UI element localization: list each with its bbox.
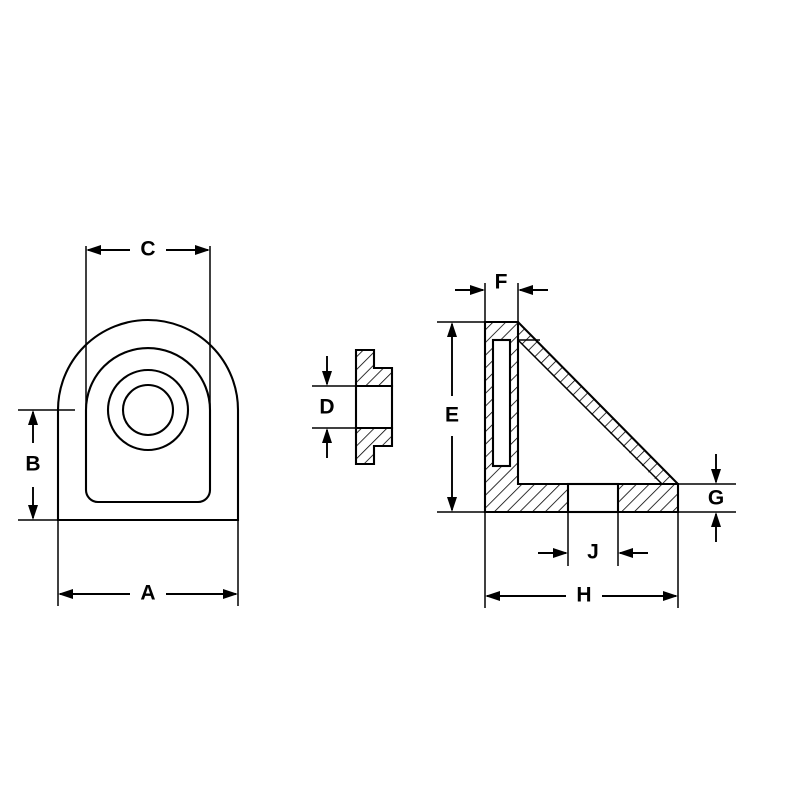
dimension-b-arrow-top bbox=[28, 410, 38, 425]
front-view-outer-profile bbox=[56, 318, 240, 522]
dimension-j: J bbox=[538, 512, 648, 566]
dimension-a-arrow-left bbox=[58, 589, 73, 599]
dimension-b: B bbox=[18, 409, 100, 521]
dimension-h-arrow-left bbox=[485, 591, 500, 601]
dimension-g: G bbox=[664, 454, 736, 542]
dimension-g-arrow-top bbox=[711, 469, 721, 484]
dimension-f: F bbox=[455, 271, 548, 322]
dimension-d: D bbox=[312, 356, 366, 458]
dimension-h: H bbox=[484, 512, 679, 608]
dimension-h-arrow-right bbox=[663, 591, 678, 601]
dimension-c-arrow-right bbox=[195, 245, 210, 255]
side-view: D bbox=[312, 348, 394, 466]
dimension-j-arrow-left bbox=[553, 548, 568, 558]
dimension-f-arrow-right bbox=[518, 285, 533, 295]
dimension-d-label: D bbox=[319, 396, 334, 419]
dimension-c: C bbox=[85, 238, 211, 452]
dimension-f-arrow-left bbox=[470, 285, 485, 295]
front-view-counterbore-circle bbox=[106, 368, 190, 452]
right-view-leg-pocket bbox=[491, 338, 512, 468]
front-view-inner-boss-profile bbox=[84, 346, 212, 504]
dimension-b-arrow-bottom bbox=[28, 505, 38, 520]
front-view: C A B bbox=[18, 238, 240, 606]
dimension-g-arrow-bottom bbox=[711, 512, 721, 527]
dimension-c-arrow-left bbox=[86, 245, 101, 255]
right-view-inner-corner bbox=[516, 320, 680, 486]
right-view-base-slot bbox=[566, 482, 620, 514]
dimension-b-label: B bbox=[25, 453, 40, 476]
dimension-j-label: J bbox=[587, 541, 599, 564]
dimension-f-label: F bbox=[495, 271, 508, 294]
dimension-g-label: G bbox=[708, 487, 724, 510]
dimension-e-arrow-bottom bbox=[447, 497, 457, 512]
dimension-d-arrow-bottom bbox=[322, 428, 332, 443]
right-view-outer-profile bbox=[483, 320, 680, 514]
dimension-h-label: H bbox=[576, 584, 591, 607]
dimension-a: A bbox=[57, 520, 239, 606]
dimension-a-arrow-right bbox=[223, 589, 238, 599]
right-view-gusset-inner-face bbox=[517, 339, 663, 485]
dimension-e: E bbox=[437, 321, 500, 513]
front-view-bore-circle bbox=[121, 383, 175, 437]
dimension-e-label: E bbox=[445, 404, 459, 427]
dimension-d-arrow-top bbox=[322, 371, 332, 386]
right-view-section-fill bbox=[485, 322, 678, 512]
dimension-e-arrow-top bbox=[447, 322, 457, 337]
dimension-j-arrow-right bbox=[618, 548, 633, 558]
dimension-c-label: C bbox=[140, 238, 155, 261]
dimension-a-label: A bbox=[140, 582, 155, 605]
right-view: E F G bbox=[437, 271, 736, 608]
